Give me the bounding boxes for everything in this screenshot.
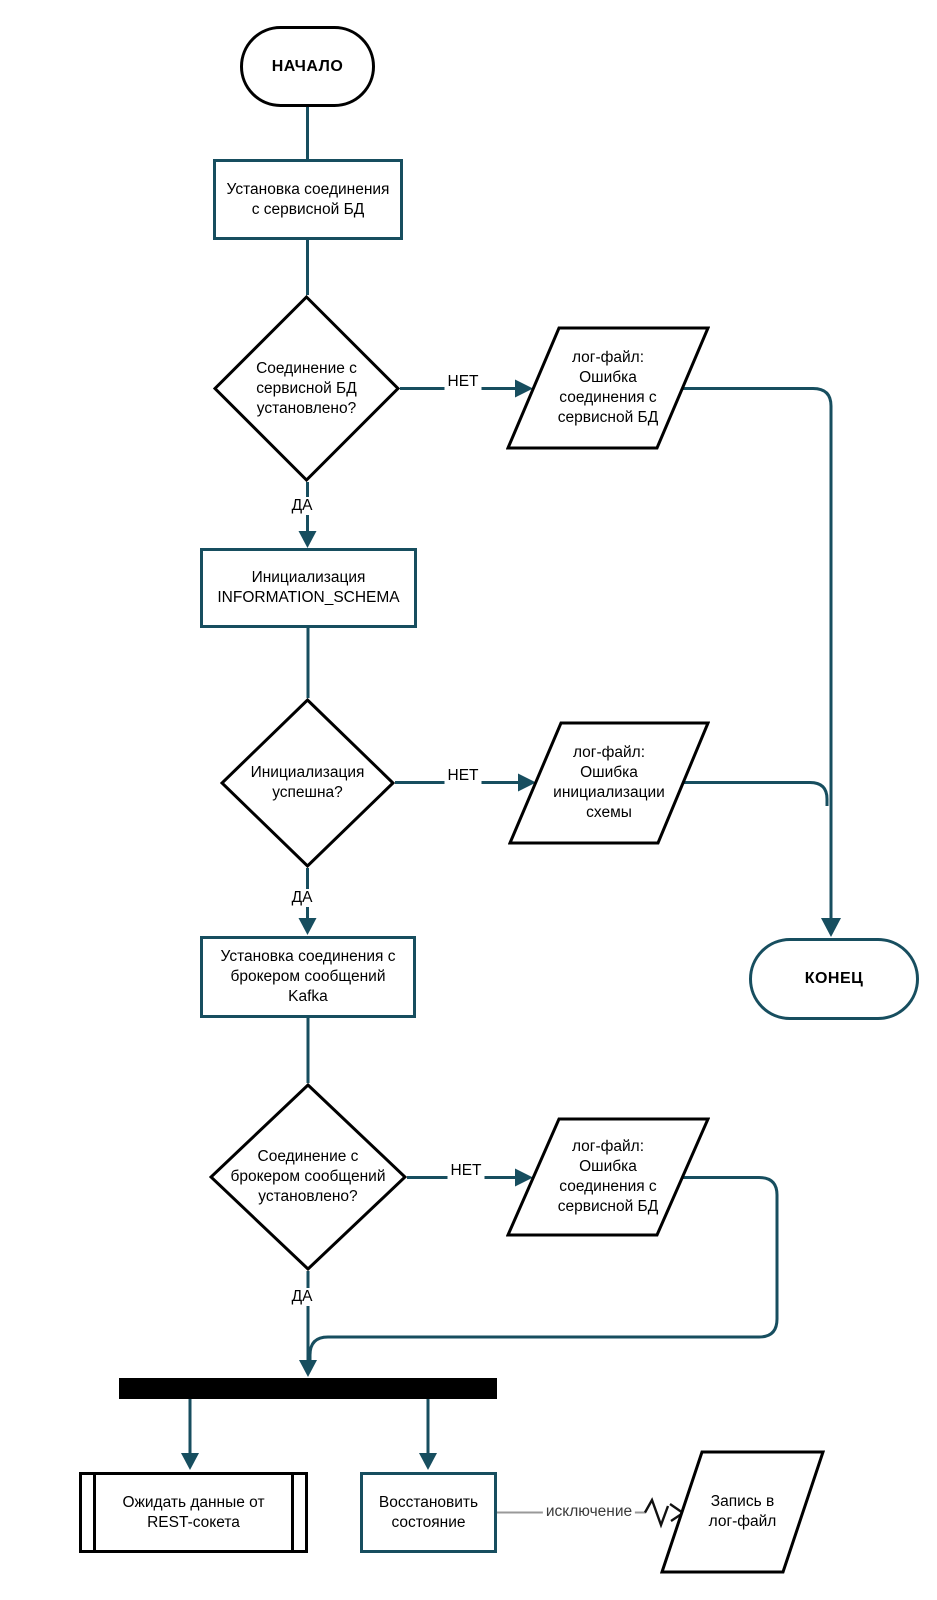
log-kafka-error: лог-файл: Ошибка соединения с сервисной …: [506, 1116, 710, 1238]
parallelogram-shape-2: [508, 721, 710, 845]
start-terminator: НАЧАЛО: [240, 26, 375, 107]
log-kafka-error-label: лог-файл: Ошибка соединения с сервисной …: [557, 1138, 659, 1215]
process-wait-rest-label: Ожидать данные от REST-сокета: [122, 1493, 265, 1531]
parallelogram-shape-4: [660, 1450, 825, 1574]
edge-label-no-1: НЕТ: [444, 373, 482, 391]
arrowhead-no-3: [515, 1168, 533, 1187]
start-label: НАЧАЛО: [271, 57, 344, 75]
process-db-connect-label: Установка соединения с сервисной БД: [226, 180, 390, 218]
diamond-shape-2: [220, 698, 395, 868]
process-wait-rest: Ожидать данные от REST-сокета: [79, 1472, 308, 1553]
diamond-shape-1: [213, 295, 400, 482]
arrowhead-end: [821, 918, 841, 937]
predefined-border-left: [93, 1475, 96, 1550]
edge-log2-to-end: [683, 781, 829, 806]
decision-db-connected-label: Соединение с сервисной БД установлено?: [256, 359, 357, 417]
edge-label-yes-3: ДА: [288, 1288, 316, 1306]
arrowhead-fork: [299, 1360, 317, 1377]
parallelogram-shape-1: [506, 326, 710, 450]
exception-zigzag: [643, 1497, 670, 1529]
log-write: Запись в лог-файл: [660, 1449, 825, 1575]
edge-label-no-2: НЕТ: [444, 767, 482, 785]
process-db-connect: Установка соединения с сервисной БД: [213, 159, 403, 240]
diamond-shape-3: [209, 1083, 407, 1271]
arrowhead-yes-1: [298, 531, 317, 548]
edge-log3-loop: [308, 1176, 779, 1362]
decision-init-ok: Инициализация успешна?: [220, 698, 395, 868]
process-init-schema: Инициализация INFORMATION_SCHEMA: [200, 548, 417, 628]
decision-db-connected: Соединение с сервисной БД установлено?: [213, 295, 400, 482]
edge-label-yes-2: ДА: [288, 889, 316, 907]
end-terminator: КОНЕЦ: [749, 938, 919, 1020]
arrowhead-no-1: [515, 379, 533, 398]
edge-label-exception: исключение: [542, 1503, 636, 1521]
arrowhead-yes-2: [298, 918, 317, 935]
log-db-error-label: лог-файл: Ошибка соединения с сервисной …: [557, 349, 659, 426]
decision-kafka-connected: Соединение с брокером сообщений установл…: [209, 1083, 407, 1271]
fork-bar: [119, 1378, 497, 1399]
log-write-label: Запись в лог-файл: [708, 1493, 777, 1530]
log-init-error: лог-файл: Ошибка инициализации схемы: [508, 720, 710, 846]
arrowhead-wait-rest: [181, 1453, 199, 1470]
arrowhead-restore: [419, 1453, 437, 1470]
edge-label-no-3: НЕТ: [447, 1162, 485, 1180]
edge-label-yes-1: ДА: [288, 497, 316, 515]
end-label: КОНЕЦ: [804, 970, 864, 987]
process-restore-state-label: Восстановить состояние: [378, 1493, 479, 1531]
edge-log1-to-end: [682, 387, 833, 918]
decision-init-ok-label: Инициализация успешна?: [250, 764, 365, 801]
parallelogram-shape-3: [506, 1117, 710, 1237]
arrowhead-no-2: [518, 773, 536, 792]
log-db-error: лог-файл: Ошибка соединения с сервисной …: [506, 325, 710, 451]
decision-kafka-connected-label: Соединение с брокером сообщений установл…: [230, 1148, 386, 1205]
process-kafka-connect: Установка соединения с брокером сообщени…: [200, 936, 416, 1018]
predefined-border-right: [291, 1475, 294, 1550]
process-init-schema-label: Инициализация INFORMATION_SCHEMA: [217, 569, 400, 606]
log-init-error-label: лог-файл: Ошибка инициализации схемы: [553, 744, 665, 821]
process-restore-state: Восстановить состояние: [360, 1472, 497, 1553]
process-kafka-connect-label: Установка соединения с брокером сообщени…: [220, 948, 396, 1005]
